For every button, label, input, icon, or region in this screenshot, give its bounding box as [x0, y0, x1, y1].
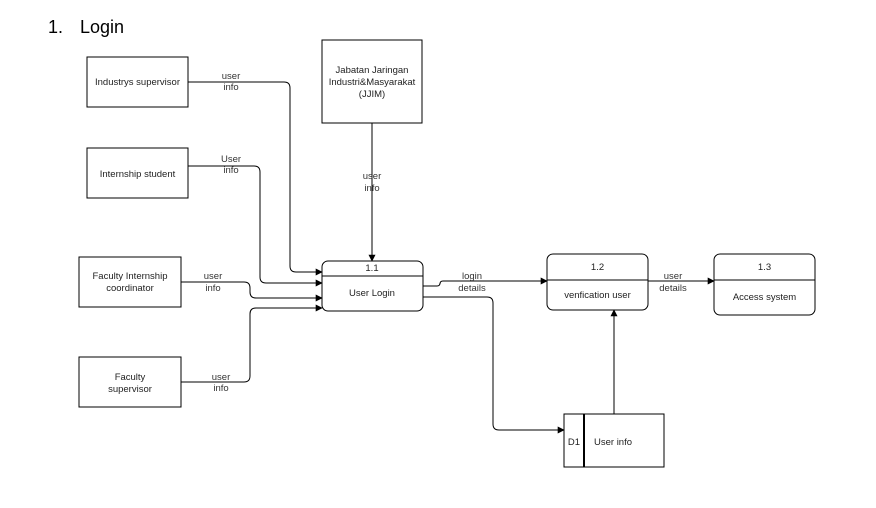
flow-label-facsupervisor-1: user — [212, 372, 230, 383]
datastore-d1-user-info: D1 User info — [563, 413, 665, 468]
datastore-id: D1 — [568, 437, 580, 448]
entity-label-line2: supervisor — [108, 384, 152, 395]
flow-label-jjim-2: info — [364, 183, 379, 194]
flow-label-user-details-1: user — [664, 271, 682, 282]
entity-faculty-coordinator: Faculty Internship coordinator — [78, 256, 182, 308]
flow-label-student-1: User — [221, 154, 241, 165]
entity-label-line1: Faculty — [115, 372, 146, 383]
edge-facsupervisor-to-login — [181, 304, 323, 383]
flow-labels: user info User info user info user info … — [204, 71, 687, 394]
process-name: Access system — [733, 292, 796, 303]
entity-faculty-supervisor: Faculty supervisor — [78, 356, 182, 408]
entity-jjim: Jabatan Jaringan Industri&Masyarakat (JJ… — [321, 39, 423, 124]
heading-title: Login — [80, 17, 124, 37]
process-number: 1.2 — [591, 262, 604, 273]
entity-label-line2: coordinator — [106, 283, 154, 294]
entity-label-line2: Industri&Masyarakat — [329, 77, 416, 88]
entity-industry-supervisor: Industrys supervisor — [86, 56, 189, 108]
flow-label-coordinator-1: user — [204, 271, 222, 282]
entity-label: Internship student — [100, 169, 176, 180]
flow-label-industry-1: user — [222, 71, 240, 82]
flow-label-jjim-1: user — [363, 171, 381, 182]
process-1-2-verification: 1.2 venfication user — [546, 253, 649, 311]
process-1-3-access-system: 1.3 Access system — [713, 253, 816, 316]
entity-label-line1: Jabatan Jaringan — [336, 65, 409, 76]
process-number: 1.3 — [758, 262, 771, 273]
entity-label-line3: (JJIM) — [359, 89, 385, 100]
edge-student-to-login — [188, 165, 323, 287]
flow-label-industry-2: info — [223, 82, 238, 93]
process-1-1-user-login: 1.1 User Login — [321, 260, 424, 312]
heading-number: 1. — [48, 17, 63, 37]
flow-label-facsupervisor-2: info — [213, 383, 228, 394]
edge-login-to-datastore — [423, 296, 565, 434]
edge-coordinator-to-login — [181, 281, 323, 302]
entity-label: Industrys supervisor — [95, 77, 180, 88]
flow-label-user-details-2: details — [659, 283, 687, 294]
flow-label-login-details-1: login — [462, 271, 482, 282]
process-number: 1.1 — [365, 263, 378, 274]
flow-label-login-details-2: details — [458, 283, 486, 294]
flow-label-coordinator-2: info — [205, 283, 220, 294]
process-name: User Login — [349, 288, 395, 299]
flow-label-student-2: info — [223, 165, 238, 176]
process-name: venfication user — [564, 290, 631, 301]
edge-login-to-verification — [423, 277, 548, 287]
edge-industry-to-login — [188, 81, 323, 276]
entity-label-line1: Faculty Internship — [93, 271, 168, 282]
entity-internship-student: Internship student — [86, 147, 189, 199]
edges — [181, 81, 715, 434]
datastore-name: User info — [594, 437, 632, 448]
